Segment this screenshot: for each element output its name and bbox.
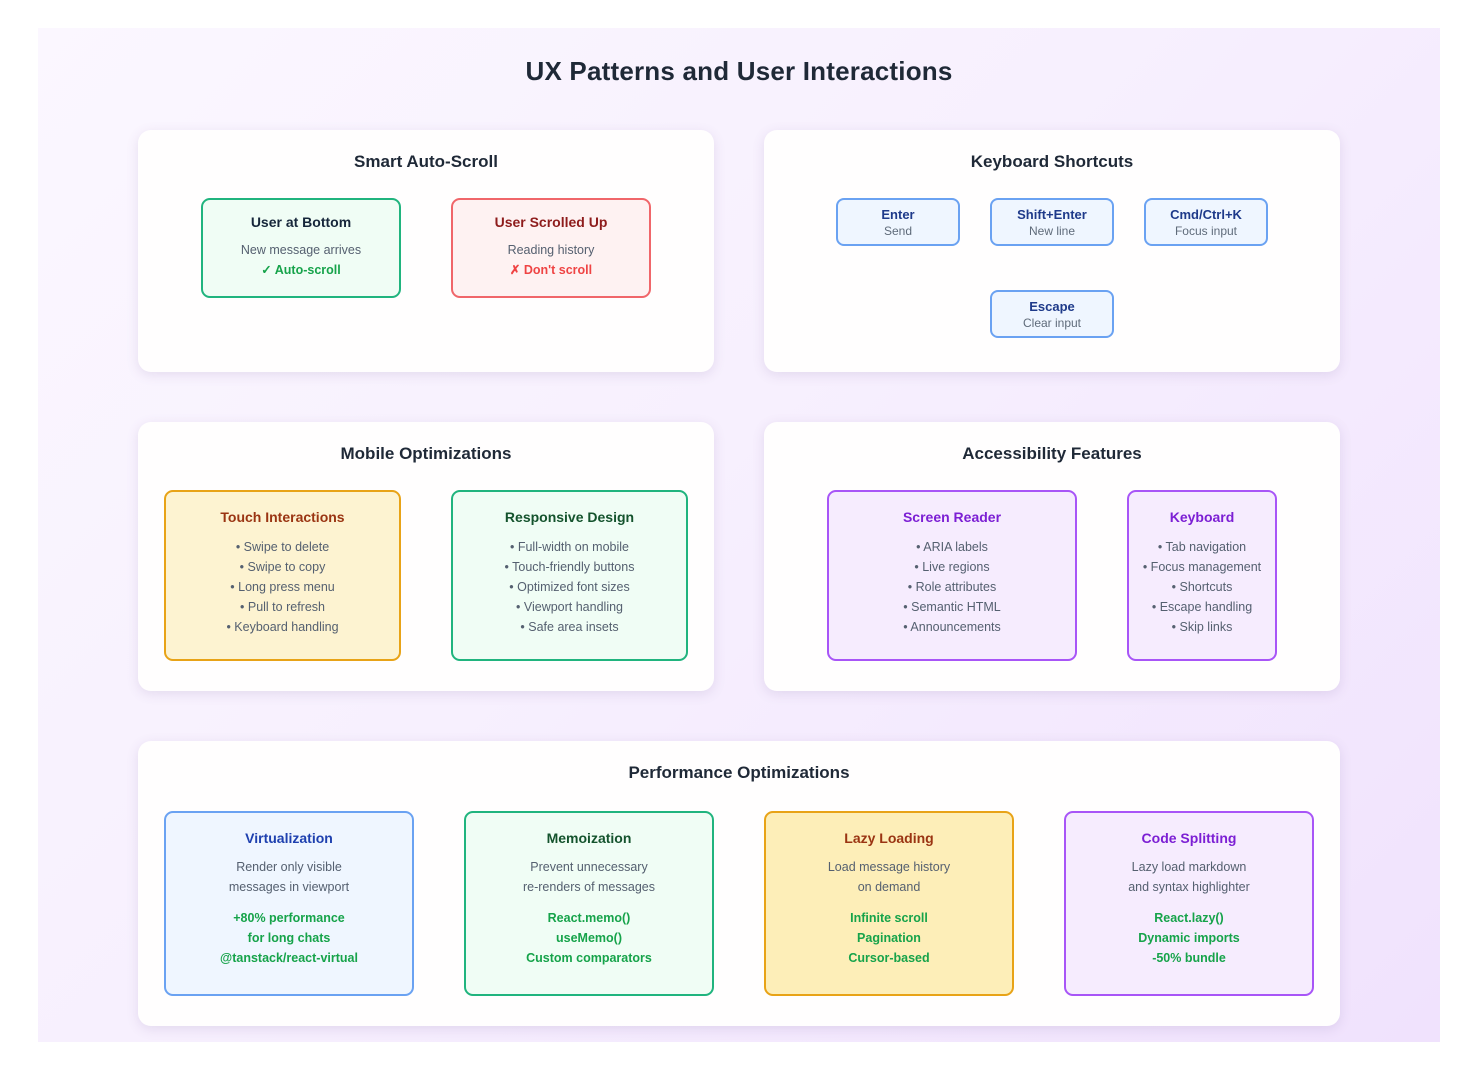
card-accent: ✓ Auto-scroll [261,263,341,277]
shortcut-enter[interactable]: Enter Send [836,198,960,246]
card-user-scrolled-up[interactable]: User Scrolled Up Reading history ✗ Don't… [451,198,651,298]
card-memoization[interactable]: Memoization Prevent unnecessary re-rende… [464,811,714,996]
panel-performance-optimizations: Performance Optimizations Virtualization… [138,741,1340,1026]
card-title: Lazy Loading [844,830,934,846]
card-metric: -50% bundle [1152,951,1226,965]
card-title: Keyboard [1169,509,1235,525]
list-item: • Role attributes [907,580,997,594]
card-title: Memoization [546,830,632,846]
card-metric: @tanstack/react-virtual [220,951,358,965]
card-virtualization[interactable]: Virtualization Render only visible messa… [164,811,414,996]
accessibility-card-row: Screen Reader • ARIA labels • Live regio… [790,490,1314,661]
shortcut-escape[interactable]: Escape Clear input [990,290,1114,338]
list-item: • Touch-friendly buttons [504,560,635,574]
panel-title: Performance Optimizations [628,763,850,782]
list-item: • Tab navigation [1157,540,1247,554]
shortcut-action: Clear input [1022,315,1082,330]
card-desc: re-renders of messages [522,880,655,894]
shortcut-key: Cmd/Ctrl+K [1170,206,1242,222]
shortcut-action: Focus input [1174,223,1238,238]
page-title: UX Patterns and User Interactions [525,56,953,86]
panel-smart-auto-scroll: Smart Auto-Scroll User at Bottom New mes… [138,130,714,372]
card-metric: Dynamic imports [1138,931,1240,945]
card-code-splitting[interactable]: Code Splitting Lazy load markdown and sy… [1064,811,1314,996]
panel-mobile-optimizations: Mobile Optimizations Touch Interactions … [138,422,714,691]
card-title: Virtualization [245,830,333,846]
card-title: Screen Reader [902,509,1002,525]
shortcut-key: Enter [881,206,915,222]
list-item: • Viewport handling [516,600,623,614]
list-item: • Focus management [1142,560,1262,574]
panel-grid: Smart Auto-Scroll User at Bottom New mes… [138,87,1340,1026]
list-item: • Skip links [1171,620,1233,634]
shortcut-action: New line [1028,223,1076,238]
card-desc: Lazy load markdown [1131,860,1247,874]
card-user-at-bottom[interactable]: User at Bottom New message arrives ✓ Aut… [201,198,401,298]
card-screen-reader[interactable]: Screen Reader • ARIA labels • Live regio… [827,490,1077,661]
card-metric: Infinite scroll [850,911,928,925]
card-metric: Pagination [857,931,921,945]
list-item: • Escape handling [1151,600,1253,614]
page-canvas: UX Patterns and User Interactions Smart … [38,28,1440,1042]
card-title: Code Splitting [1141,830,1237,846]
list-item: • Keyboard handling [226,620,339,634]
card-metric: Cursor-based [848,951,930,965]
shortcut-list: Enter Send Shift+Enter New line Cmd/Ctrl… [790,198,1314,342]
mobile-card-row: Touch Interactions • Swipe to delete • S… [164,490,688,661]
panel-title: Accessibility Features [962,444,1142,463]
shortcut-action: Send [883,223,913,238]
shortcut-cmd-ctrl-k[interactable]: Cmd/Ctrl+K Focus input [1144,198,1268,246]
card-title: User at Bottom [250,214,352,230]
list-item: • Shortcuts [1171,580,1233,594]
list-item: • Long press menu [230,580,335,594]
card-metric: Custom comparators [526,951,652,965]
card-lazy-loading[interactable]: Lazy Loading Load message history on dem… [764,811,1014,996]
shortcut-shift-enter[interactable]: Shift+Enter New line [990,198,1114,246]
performance-card-row: Virtualization Render only visible messa… [164,811,1314,996]
list-item: • Announcements [903,620,1001,634]
list-item: • Full-width on mobile [509,540,629,554]
panel-accessibility-features: Accessibility Features Screen Reader • A… [764,422,1340,691]
card-keyboard[interactable]: Keyboard • Tab navigation • Focus manage… [1127,490,1277,661]
shortcut-key: Escape [1029,298,1075,314]
list-item: • Swipe to delete [235,540,330,554]
card-desc: Prevent unnecessary [530,860,648,874]
card-metric: useMemo() [556,931,622,945]
panel-title: Mobile Optimizations [340,444,512,463]
card-desc: on demand [857,880,921,894]
card-responsive-design[interactable]: Responsive Design • Full-width on mobile… [451,490,688,661]
card-desc: Load message history [827,860,951,874]
card-desc: messages in viewport [228,880,350,894]
list-item: • Live regions [914,560,990,574]
list-item: • Optimized font sizes [509,580,630,594]
panel-title: Keyboard Shortcuts [970,152,1134,171]
card-metric: +80% performance [233,911,345,925]
card-title: Touch Interactions [220,509,345,525]
panel-keyboard-shortcuts: Keyboard Shortcuts Enter Send Shift+Ente… [764,130,1340,372]
list-item: • ARIA labels [916,540,988,554]
shortcut-key: Shift+Enter [1017,206,1087,222]
card-line: New message arrives [240,243,362,257]
card-touch-interactions[interactable]: Touch Interactions • Swipe to delete • S… [164,490,401,661]
list-item: • Safe area insets [520,620,619,634]
card-desc: Render only visible [236,860,342,874]
list-item: • Pull to refresh [240,600,325,614]
card-metric: React.memo() [547,911,631,925]
card-line: Reading history [507,243,595,257]
scroll-state-row: User at Bottom New message arrives ✓ Aut… [164,198,688,298]
card-title: User Scrolled Up [494,214,608,230]
list-item: • Semantic HTML [903,600,1001,614]
card-metric: for long chats [247,931,331,945]
card-metric: React.lazy() [1154,911,1224,925]
card-desc: and syntax highlighter [1128,880,1250,894]
panel-title: Smart Auto-Scroll [354,152,498,171]
card-title: Responsive Design [504,509,635,525]
card-accent: ✗ Don't scroll [509,263,593,277]
list-item: • Swipe to copy [239,560,326,574]
